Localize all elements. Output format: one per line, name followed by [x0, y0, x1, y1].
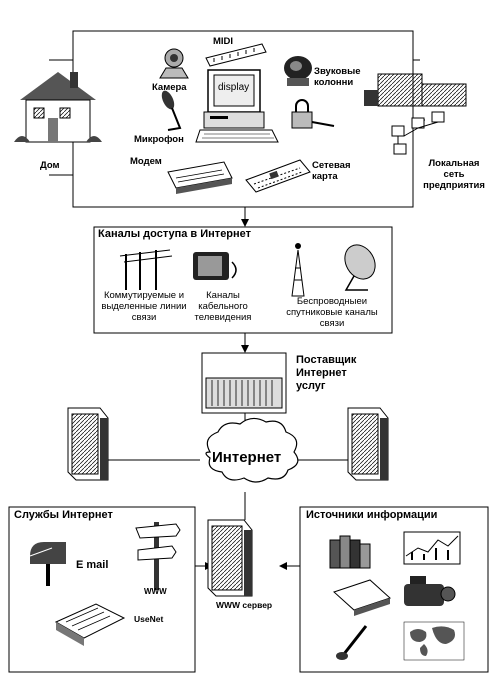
cable-label: Каналы кабельного телевидения	[194, 290, 252, 323]
signpost-icon	[135, 522, 181, 590]
modem-label: Модем	[130, 156, 162, 167]
newsgroup-phone-icon	[54, 603, 126, 646]
midi-keyboard-icon	[205, 43, 267, 67]
home-label: Дом	[40, 160, 60, 171]
scanner-icon	[333, 579, 391, 616]
right-server-icon	[347, 407, 389, 481]
www-server-label: WWW сервер	[216, 600, 273, 610]
provider-rack-icon	[201, 352, 287, 414]
tv-icon	[193, 252, 237, 280]
network-card-label: Сетевая карта	[312, 160, 351, 182]
internet-label: Интернет	[212, 449, 282, 466]
services-panel-title: Службы Интернет	[14, 509, 113, 521]
lock-icon	[291, 99, 335, 129]
computer-icon	[195, 69, 279, 143]
world-map-icon	[403, 621, 465, 661]
microphone-label: Микрофон	[134, 134, 184, 145]
access-panel-title: Каналы доступа в Интернет	[98, 228, 252, 240]
display-label: display	[218, 82, 250, 93]
dialup-label: Коммутируемые и выделенные линии связи	[101, 290, 187, 323]
left-server-icon	[67, 407, 109, 481]
access-panel	[93, 226, 393, 334]
camera-icon	[159, 48, 189, 79]
mailbox-icon	[29, 542, 66, 586]
chart-picture-icon	[403, 531, 461, 565]
speaker-icon	[284, 56, 312, 86]
books-icon	[329, 535, 371, 569]
enterprise-building-icon	[364, 73, 467, 107]
modem-icon	[167, 161, 233, 194]
wireless-label: Беспроводныеи спутниковые каналы связи	[286, 296, 378, 329]
speakers-label: Звуковые колонни	[314, 66, 361, 88]
satellite-dish-icon	[344, 244, 376, 291]
midi-label: MIDI	[213, 36, 234, 47]
services-panel	[8, 506, 196, 673]
www-label: WWW	[144, 587, 167, 596]
house-icon	[14, 72, 102, 143]
lan-label: Локальная сеть предприятия	[423, 158, 485, 191]
sources-panel	[299, 506, 489, 673]
www-server-icon	[207, 519, 253, 597]
network-card-icon	[245, 159, 311, 193]
lan-workstation-icon	[391, 111, 445, 155]
internet-cloud	[205, 417, 299, 483]
provider-label: Поставщик Интернет услуг	[296, 354, 357, 392]
microphone-icon	[161, 90, 182, 131]
usenet-label: UseNet	[134, 614, 164, 624]
email-label: E mail	[76, 559, 109, 571]
camera-label: Камера	[152, 82, 187, 93]
radio-tower-icon	[291, 243, 305, 297]
sources-panel-title: Источники информации	[306, 509, 438, 521]
video-camera-icon	[404, 576, 456, 606]
paintbrush-icon	[336, 625, 368, 660]
telephone-poles-icon	[119, 249, 173, 290]
